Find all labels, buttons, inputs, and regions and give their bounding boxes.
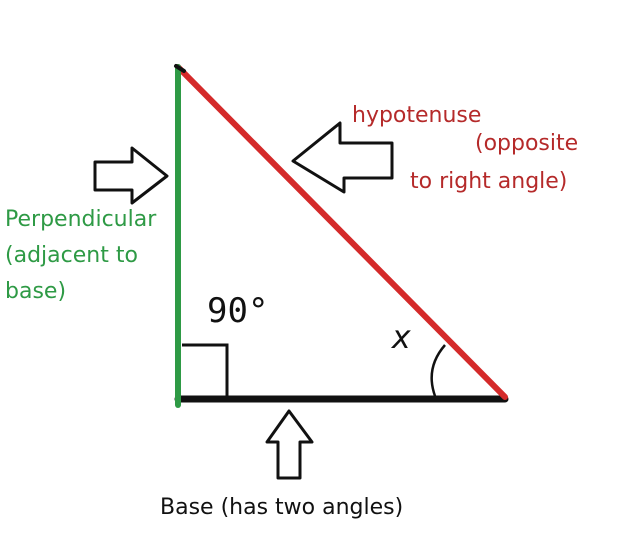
arrow-to-base: [265, 409, 314, 480]
hypotenuse-note-line2: to right angle): [410, 169, 567, 194]
perpendicular-label-line3: base): [5, 279, 66, 304]
hypotenuse-label: hypotenuse: [352, 103, 481, 128]
perpendicular-label-line1: Perpendicular: [5, 207, 157, 232]
arrow-to-hypotenuse: [291, 121, 394, 194]
angle-arc: [430, 344, 446, 397]
hypotenuse-side: [175, 64, 508, 400]
arrow-to-perpendicular: [93, 146, 169, 205]
right-angle-label: 90°: [207, 291, 268, 331]
apex-tip: [174, 64, 186, 73]
base-label: Base (has two angles): [160, 495, 403, 520]
perpendicular-label-line2: (adjacent to: [5, 243, 138, 268]
hypotenuse-note-line1: (opposite: [475, 131, 578, 156]
angle-x-label: x: [390, 318, 411, 356]
right-angle-marker: [182, 343, 229, 398]
